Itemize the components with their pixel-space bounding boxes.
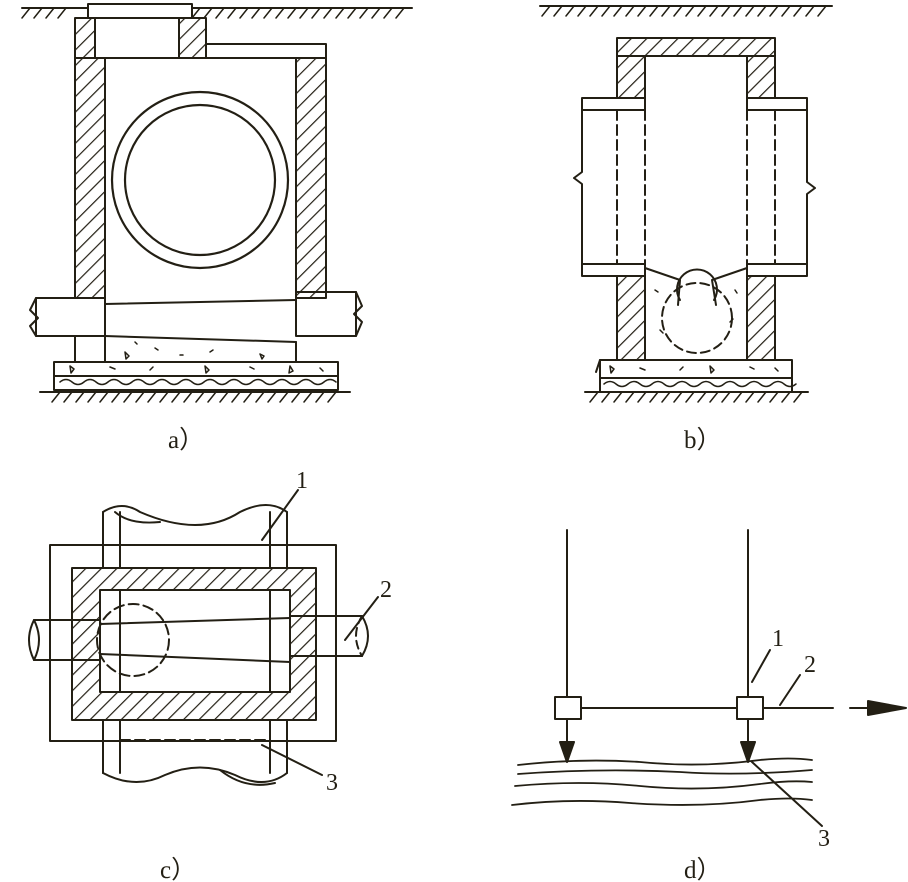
inlet-pipe-a	[29, 291, 363, 343]
label-c-2: 2	[380, 577, 392, 603]
label-c-1: 1	[296, 468, 308, 494]
caption-c: c）	[160, 856, 196, 882]
label-d-3: 3	[818, 826, 830, 852]
well-point-right	[736, 696, 764, 720]
ground-line-b	[539, 5, 833, 17]
caption-a: a）	[168, 426, 204, 454]
cover-slab-a	[205, 43, 327, 59]
manhole-neck-a	[74, 3, 207, 59]
wall-ring-c	[71, 567, 317, 721]
caption-d: d）	[684, 856, 722, 882]
leader-lines-d	[751, 649, 823, 827]
side-pipes-b	[573, 97, 816, 277]
strata-lines-d	[511, 757, 813, 806]
vertical-pipe-c	[102, 504, 288, 786]
caption-b: b）	[684, 426, 722, 454]
ground-line-a-bottom	[39, 391, 351, 403]
down-arrows-d	[559, 718, 756, 763]
panel-a	[21, 3, 413, 403]
discharge-arrow	[849, 700, 907, 716]
well-point-left	[554, 696, 582, 720]
ground-line-b-bottom	[584, 391, 809, 403]
shaft-walls-b	[616, 37, 776, 361]
large-pipe-a	[110, 90, 290, 270]
label-d-1: 1	[772, 626, 784, 652]
panel-b	[539, 5, 833, 403]
base-concrete-b	[595, 359, 797, 393]
label-c-3: 3	[326, 770, 338, 796]
horizontal-pipe-c	[28, 603, 369, 677]
channel-b	[644, 267, 748, 361]
base-concrete-a	[53, 335, 339, 391]
panel-d	[511, 529, 907, 827]
pit-outline-c	[49, 544, 337, 742]
label-d-2: 2	[804, 652, 816, 678]
ground-line-a	[21, 7, 413, 19]
leader-lines-c	[261, 489, 379, 776]
panel-c	[28, 489, 379, 786]
